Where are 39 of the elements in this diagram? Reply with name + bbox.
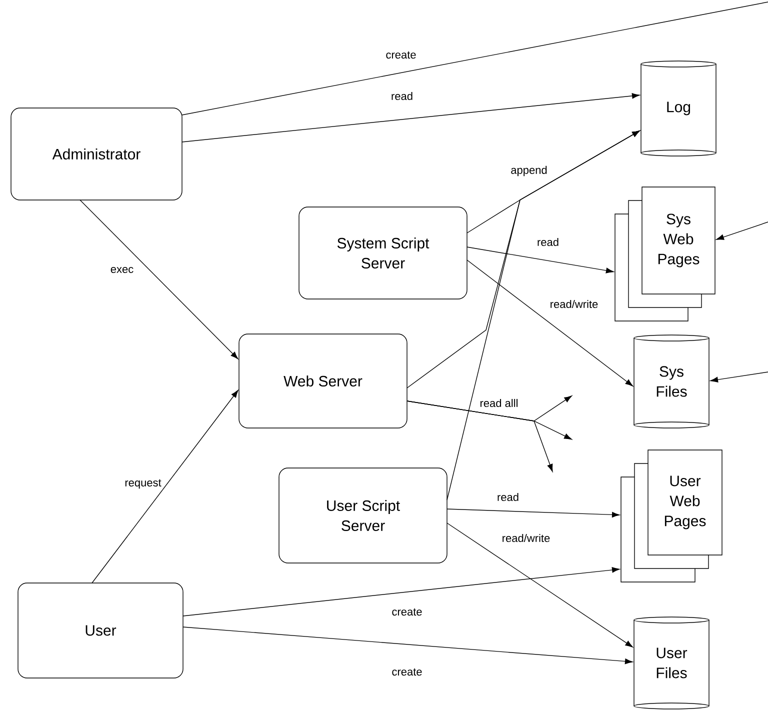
edge-label: exec — [109, 266, 135, 274]
connector-line — [182, 2, 768, 116]
cylinder: Sys Files — [634, 334, 710, 428]
arrow — [182, 93, 640, 142]
page-stack: Sys Web Pages — [614, 186, 716, 322]
arrow — [446, 508, 620, 518]
rounded-box: User Script Server — [278, 468, 448, 564]
edge-label: read — [536, 236, 560, 248]
node-label: User Files — [656, 648, 688, 678]
arrow — [710, 372, 768, 382]
rounded-box: Web Server — [238, 334, 408, 428]
edge-label: read — [496, 492, 520, 502]
rounded-box: System Script Server — [298, 206, 468, 300]
rounded-box: User — [18, 582, 184, 678]
arrow — [80, 200, 238, 360]
arrow — [466, 260, 634, 386]
edge-label: append — [510, 164, 548, 178]
arrow — [446, 130, 640, 500]
arrow — [716, 222, 768, 240]
arrow — [182, 567, 620, 616]
edge-label: read — [390, 90, 414, 102]
edge-label: read alll — [478, 398, 520, 408]
arrow — [182, 626, 633, 664]
node-label: Sys Files — [656, 366, 687, 397]
edge-label: create — [390, 667, 424, 677]
edge-label: request — [124, 478, 162, 490]
arrow — [466, 246, 614, 274]
cylinder: User Files — [634, 616, 710, 710]
arrow — [446, 522, 634, 648]
edge-label: read/write — [500, 532, 552, 544]
rounded-box: Administrator — [10, 108, 182, 200]
page-stack: User Web Pages — [620, 450, 722, 582]
arrow — [406, 400, 553, 472]
arrow — [92, 390, 238, 584]
edge-label: read/write — [548, 298, 600, 310]
edge-label: create — [384, 50, 418, 60]
node-label: Log — [667, 102, 690, 116]
cylinder: Log — [640, 60, 716, 156]
edge-label: create — [390, 607, 424, 617]
